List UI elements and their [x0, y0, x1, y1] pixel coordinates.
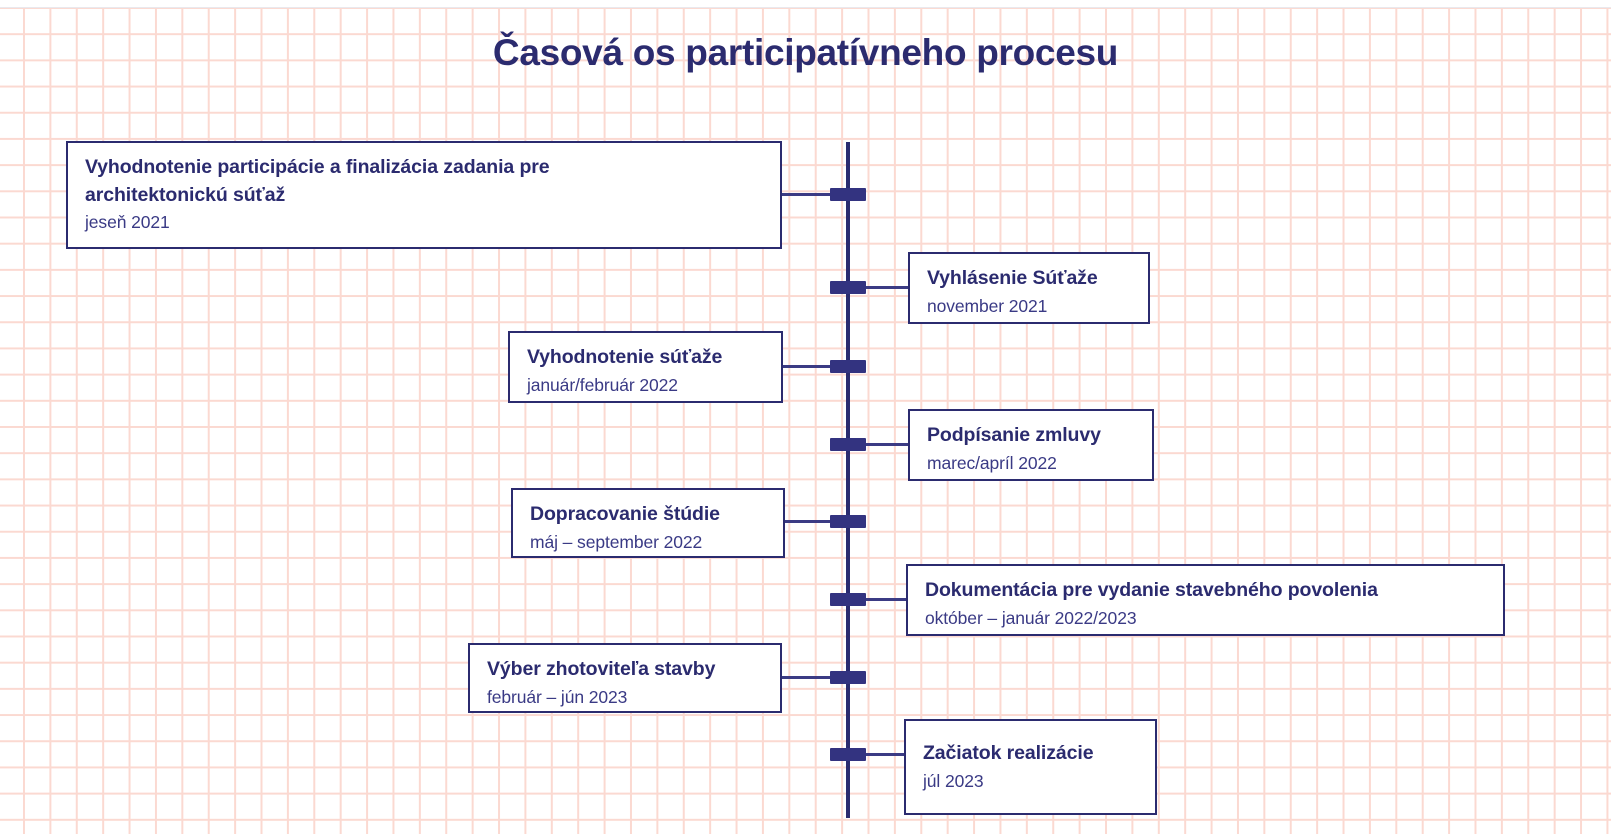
timeline-node-5[interactable]: Dopracovanie štúdie máj – september 2022 [511, 488, 785, 558]
connector-line-5 [785, 520, 848, 523]
timeline-node-5-title: Dopracovanie štúdie [530, 503, 720, 525]
timeline-node-6-title: Dokumentácia pre vydanie stavebného povo… [925, 579, 1378, 601]
page-title: Časová os participatívneho procesu [492, 32, 1119, 73]
timeline-node-7-title: Výber zhotoviteľa stavby [487, 658, 716, 680]
timeline-node-1-title: Vyhodnotenie participácie a finalizácia … [85, 156, 550, 206]
connector-line-4 [848, 443, 910, 446]
timeline-node-1[interactable]: Vyhodnotenie participácie a finalizácia … [66, 141, 782, 249]
timeline-node-8-title: Začiatok realizácie [923, 742, 1094, 764]
timeline-node-6[interactable]: Dokumentácia pre vydanie stavebného povo… [906, 564, 1505, 636]
timeline-node-8[interactable]: Začiatok realizácie júl 2023 [904, 719, 1157, 815]
timeline-node-2[interactable]: Vyhlásenie Súťaže november 2021 [908, 252, 1150, 324]
connector-line-7 [782, 676, 848, 679]
timeline-node-5-date: máj – september 2022 [530, 531, 703, 552]
canvas-top-edge [0, 0, 1611, 8]
timeline-tick-6 [830, 593, 866, 606]
timeline-tick-8 [830, 748, 866, 761]
timeline-node-3-date: január/február 2022 [527, 374, 678, 395]
timeline-node-7-date: február – jún 2023 [487, 686, 628, 707]
timeline-tick-4 [830, 438, 866, 451]
connector-line-8 [848, 753, 906, 756]
timeline-tick-3 [830, 360, 866, 373]
timeline-node-7[interactable]: Výber zhotoviteľa stavby február – jún 2… [468, 643, 782, 713]
connector-line-6 [848, 598, 908, 601]
connector-line-1 [782, 193, 848, 196]
timeline-node-4-date: marec/apríl 2022 [927, 452, 1057, 473]
timeline-node-3-title: Vyhodnotenie súťaže [527, 346, 723, 368]
timeline-node-3[interactable]: Vyhodnotenie súťaže január/február 2022 [508, 331, 783, 403]
timeline-tick-2 [830, 281, 866, 294]
connector-line-2 [848, 286, 910, 289]
timeline-node-4[interactable]: Podpísanie zmluvy marec/apríl 2022 [908, 409, 1154, 481]
timeline-node-2-title: Vyhlásenie Súťaže [927, 267, 1098, 289]
timeline-node-2-date: november 2021 [927, 295, 1048, 316]
timeline-node-4-title: Podpísanie zmluvy [927, 424, 1101, 446]
timeline-node-6-date: október – január 2022/2023 [925, 607, 1137, 628]
timeline-node-1-date: jeseň 2021 [85, 212, 170, 233]
timeline-axis [846, 142, 850, 818]
timeline-node-8-date: júl 2023 [923, 770, 984, 791]
timeline-tick-5 [830, 515, 866, 528]
timeline-tick-7 [830, 671, 866, 684]
connector-line-3 [783, 365, 848, 368]
timeline-tick-1 [830, 188, 866, 201]
